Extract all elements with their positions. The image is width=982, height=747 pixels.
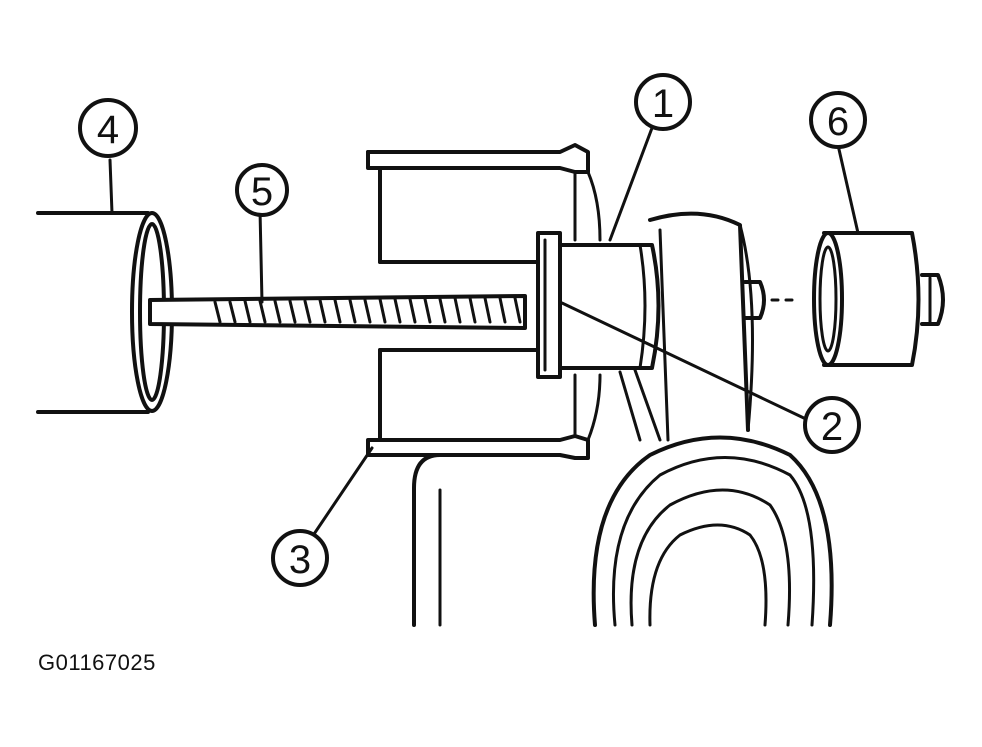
receiver-cup <box>366 143 602 460</box>
callout-3: 3 <box>271 529 329 587</box>
svg-text:4: 4 <box>97 108 119 152</box>
cylinder-tool <box>36 211 174 414</box>
callout-1: 1 <box>634 73 692 131</box>
bolt-and-nut <box>743 231 945 367</box>
svg-text:3: 3 <box>289 538 311 582</box>
figure-id: G01167025 <box>38 650 156 675</box>
bushing-assembly <box>536 231 661 379</box>
leader-lines <box>108 126 860 542</box>
callout-5: 5 <box>235 163 289 217</box>
callout-4: 4 <box>78 98 138 158</box>
callout-2: 2 <box>803 396 861 454</box>
svg-text:5: 5 <box>251 170 273 214</box>
svg-text:2: 2 <box>821 405 843 449</box>
threaded-rod <box>148 294 527 330</box>
svg-text:6: 6 <box>827 100 849 144</box>
callout-6: 6 <box>809 91 867 149</box>
knuckle-body <box>412 211 834 627</box>
svg-text:1: 1 <box>652 82 674 126</box>
